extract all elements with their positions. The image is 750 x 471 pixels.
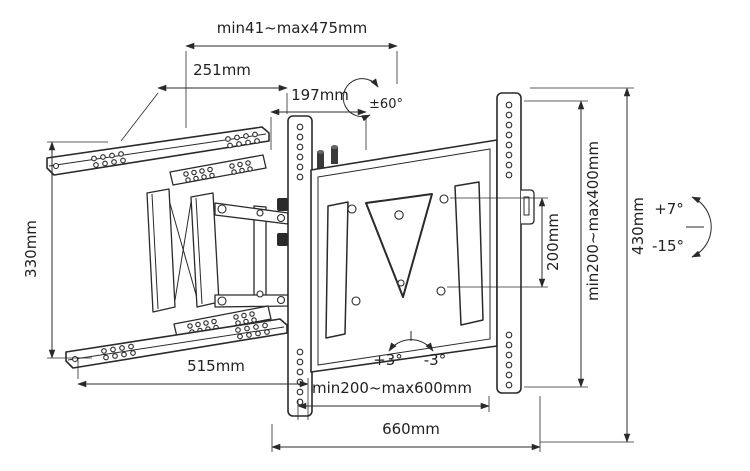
pivot-joint xyxy=(276,295,286,305)
label-overall-width: 660mm xyxy=(382,420,440,438)
wall-rail-right xyxy=(496,92,535,394)
vesa-hole xyxy=(439,194,449,204)
pin xyxy=(331,147,338,164)
pin-top xyxy=(331,145,338,149)
label-bracket-height: 330mm xyxy=(22,220,40,278)
tilt-arc xyxy=(691,196,712,258)
tv-subrail-top xyxy=(169,154,267,186)
mounting-holes xyxy=(91,131,260,168)
pivot-joint xyxy=(256,209,264,217)
label-level-minus: -3° xyxy=(424,351,446,369)
pin xyxy=(317,152,324,169)
plate-cutout-left xyxy=(325,201,349,339)
vesa-hole xyxy=(397,279,405,287)
vesa-hole xyxy=(347,204,357,214)
locking-pins xyxy=(317,145,338,169)
swivel-arc xyxy=(342,78,379,122)
vesa-hole xyxy=(394,210,404,220)
label-arm-length-2: 197mm xyxy=(291,86,349,104)
wall-plate xyxy=(310,139,498,373)
label-bracket-width: 515mm xyxy=(187,357,245,375)
tv-rail-bottom xyxy=(65,318,288,369)
wall-rail-left xyxy=(287,115,313,417)
adjustment-knobs xyxy=(277,198,288,246)
label-level-plus: +3° xyxy=(373,351,403,369)
label-swivel-angle: ±60° xyxy=(369,97,403,112)
vesa-triangle xyxy=(365,193,433,298)
pivot-joint xyxy=(276,213,286,223)
label-vesa-width-range: min200~max600mm xyxy=(312,379,472,397)
label-tilt-down: -15° xyxy=(652,237,684,255)
level-arc xyxy=(388,339,434,352)
knob xyxy=(277,233,288,246)
articulating-arms xyxy=(146,188,289,313)
dimension-annotations: min41~max475mm 251mm 197mm ±60° 330mm 51… xyxy=(22,19,712,452)
vesa-hole xyxy=(351,296,361,306)
wall-hook xyxy=(521,189,535,225)
vesa-hole xyxy=(436,286,446,296)
hook-slot xyxy=(523,196,530,216)
tv-rail-top xyxy=(46,126,270,176)
label-vesa-height-range: min200~max400mm xyxy=(584,141,602,301)
arm-plate-front xyxy=(146,188,176,313)
mounting-holes xyxy=(101,322,270,361)
knob xyxy=(277,198,288,211)
pivot-joint xyxy=(256,290,264,298)
label-arm-length-1: 251mm xyxy=(193,61,251,79)
label-hole-spacing: 200mm xyxy=(544,213,562,271)
pin-top xyxy=(317,150,324,154)
label-tilt-up: +7° xyxy=(654,200,684,218)
plate-cutout-right xyxy=(454,181,484,326)
label-depth-range: min41~max475mm xyxy=(217,19,367,37)
pivot-joint xyxy=(217,296,227,306)
pivot-joint xyxy=(217,204,227,214)
label-overall-height: 430mm xyxy=(629,197,647,255)
mounting-holes xyxy=(183,160,253,183)
mounting-holes xyxy=(505,101,513,389)
